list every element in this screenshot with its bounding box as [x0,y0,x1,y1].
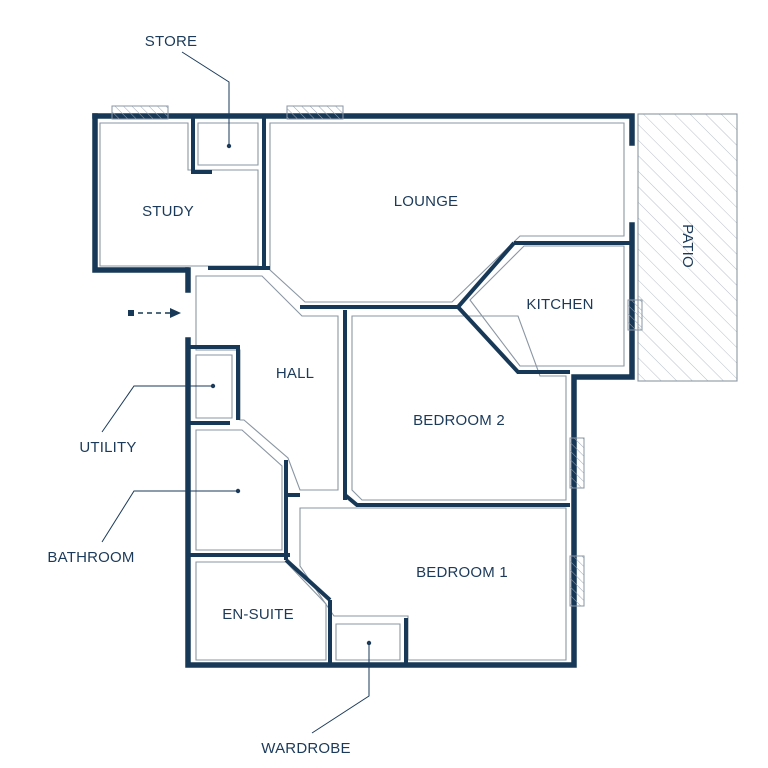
patio-label: PATIO [679,224,696,268]
callout-leaders [101,51,372,734]
room-label-hall: HALL [276,365,314,382]
window-bedroom2 [569,437,585,489]
room-label-bedroom2: BEDROOM 2 [413,412,505,429]
window-kitchen [627,299,643,331]
window-study [111,105,169,120]
dashed-arrow-right-icon [128,308,181,318]
callout-label-store: STORE [145,33,197,50]
windows [111,105,643,607]
exterior-walls [92,113,635,668]
patio-area [637,113,738,382]
interior-walls [190,118,630,663]
room-label-study: STUDY [142,203,194,220]
room-label-bedroom1: BEDROOM 1 [416,564,508,581]
room-label-ensuite: EN-SUITE [222,606,294,623]
room-label-kitchen: KITCHEN [526,296,593,313]
callout-label-wardrobe: WARDROBE [261,740,350,757]
room-label-lounge: LOUNGE [394,193,459,210]
window-bedroom1 [569,555,585,607]
callout-label-bathroom: BATHROOM [47,549,134,566]
window-lounge [286,105,344,120]
callout-label-utility: UTILITY [79,439,136,456]
